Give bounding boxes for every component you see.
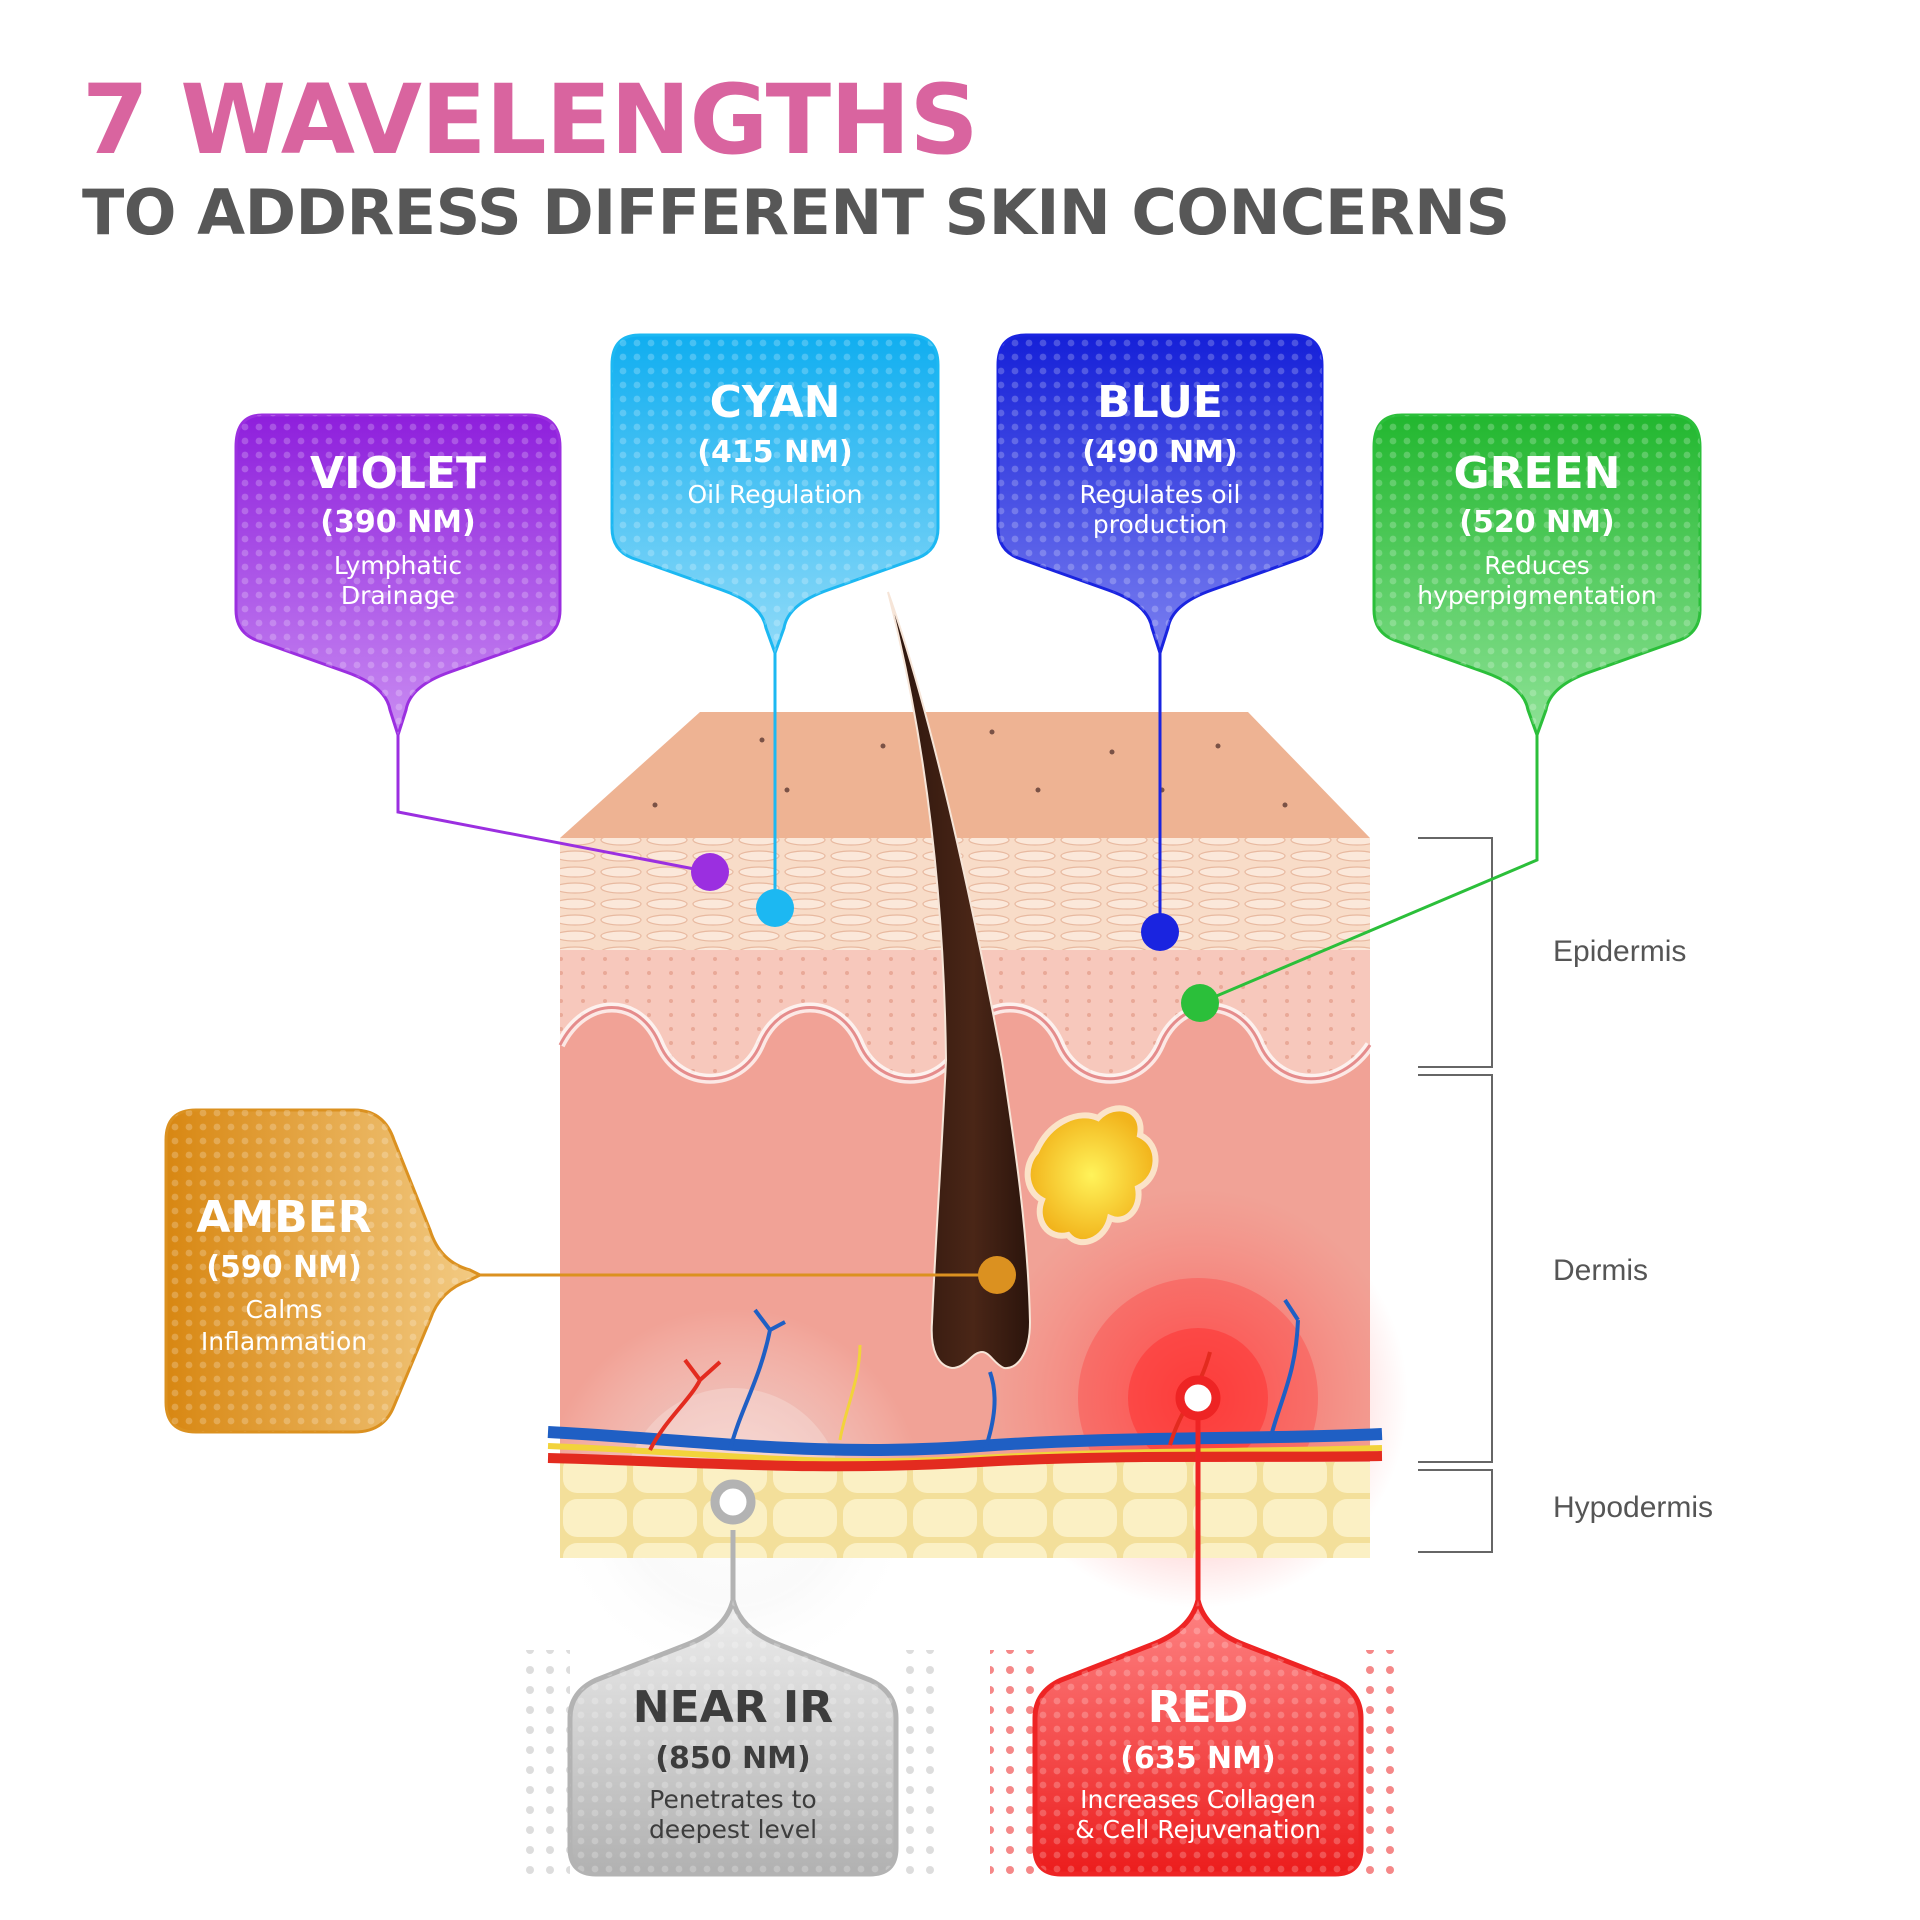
callout-violet: VIOLET (390 NM) Lymphatic Drainage: [234, 413, 562, 740]
hypodermis-layer: [560, 1462, 1370, 1558]
red-desc-1: Increases Collagen: [1080, 1785, 1316, 1814]
near-ir-dot-texture-right: [896, 1650, 941, 1880]
near-ir-nm: (850 NM): [655, 1741, 810, 1776]
blue-name: BLUE: [1097, 377, 1223, 428]
page-subtitle: TO ADDRESS DIFFERENT SKIN CONCERNS: [82, 176, 1510, 249]
skin-surface: [560, 712, 1370, 838]
near-ir-marker-dot: [710, 1479, 756, 1525]
label-hypodermis: Hypodermis: [1553, 1491, 1713, 1524]
callout-near-ir: NEAR IR (850 NM) Penetrates to deepest l…: [567, 1585, 899, 1877]
label-dermis: Dermis: [1553, 1254, 1648, 1287]
layer-brackets: [1418, 837, 1493, 1553]
near-ir-dot-texture-left: [525, 1650, 570, 1880]
violet-desc-1: Lymphatic: [334, 551, 462, 580]
amber-nm: (590 NM): [206, 1250, 361, 1285]
callout-cyan: CYAN (415 NM) Oil Regulation: [610, 333, 940, 658]
near-ir-desc-1: Penetrates to: [649, 1785, 816, 1814]
green-name: GREEN: [1454, 448, 1621, 499]
marker-dots: [691, 853, 1221, 1525]
cyan-name: CYAN: [710, 377, 841, 428]
near-ir-desc-2: deepest level: [649, 1815, 817, 1844]
blue-nm: (490 NM): [1082, 435, 1237, 470]
green-nm: (520 NM): [1459, 505, 1614, 540]
page-title: 7 WAVELENGTHS: [82, 64, 979, 176]
violet-name: VIOLET: [310, 448, 486, 499]
label-epidermis: Epidermis: [1553, 935, 1686, 968]
red-desc-2: & Cell Rejuvenation: [1075, 1815, 1321, 1844]
amber-desc-2: Inflammation: [201, 1327, 367, 1356]
blood-vessels: [547, 1298, 1383, 1472]
green-desc-2: hyperpigmentation: [1417, 581, 1656, 610]
near-ir-name: NEAR IR: [633, 1682, 833, 1733]
red-name: RED: [1148, 1682, 1248, 1733]
callout-red: RED (635 NM) Increases Collagen & Cell R…: [1032, 1585, 1364, 1877]
green-marker-dot: [1181, 984, 1219, 1022]
red-marker-dot: [1175, 1375, 1221, 1421]
hair-follicle: [887, 591, 1032, 1370]
skin-pores: [652, 729, 1288, 808]
blue-desc-1: Regulates oil: [1080, 480, 1241, 509]
sebaceous-gland: [1024, 1105, 1159, 1246]
callout-green: GREEN (520 NM) Reduces hyperpigmentation: [1372, 413, 1702, 740]
blue-marker-dot: [1141, 913, 1179, 951]
red-nm: (635 NM): [1120, 1741, 1275, 1776]
red-dot-texture-left: [990, 1650, 1035, 1880]
connectors: [396, 640, 1539, 1585]
amber-desc-1: Calms: [245, 1295, 322, 1324]
violet-nm: (390 NM): [320, 505, 475, 540]
violet-desc-2: Drainage: [341, 581, 455, 610]
violet-marker-dot: [691, 853, 729, 891]
callout-blue: BLUE (490 NM) Regulates oil production: [996, 333, 1324, 658]
blue-desc-2: production: [1093, 510, 1227, 539]
cyan-desc-1: Oil Regulation: [687, 480, 862, 509]
callout-amber: AMBER (590 NM) Calms Inflammation: [164, 1108, 484, 1434]
red-dot-texture-right: [1360, 1650, 1405, 1880]
cyan-nm: (415 NM): [697, 435, 852, 470]
green-desc-1: Reduces: [1484, 551, 1590, 580]
skin-cross-section: [543, 591, 1408, 1688]
amber-name: AMBER: [196, 1192, 371, 1243]
cyan-marker-dot: [756, 889, 794, 927]
amber-marker-dot: [978, 1256, 1016, 1294]
